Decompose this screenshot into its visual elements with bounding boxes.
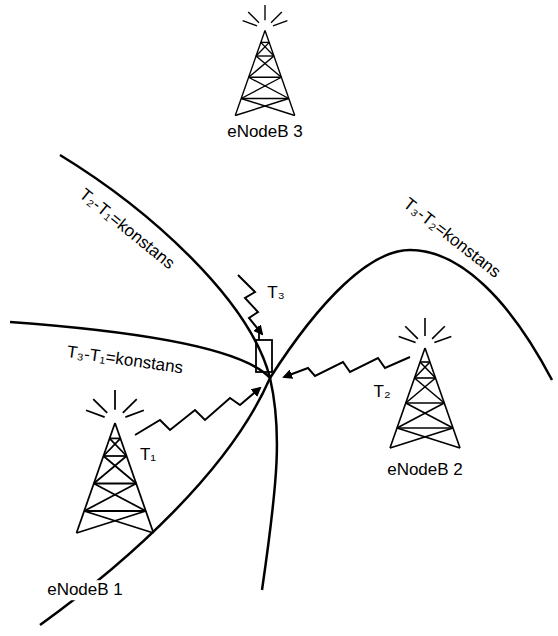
tower-label: eNodeB 2 [385, 460, 465, 480]
signal-label: T₃ [265, 283, 286, 303]
tower-3 [235, 5, 295, 116]
hyperbola-curves [10, 155, 552, 625]
tower-label: eNodeB 3 [225, 122, 305, 142]
curve-label: T₃-T₂=konstans [398, 193, 506, 283]
signal-label: T₂ [372, 382, 393, 402]
phone-symbol [256, 326, 272, 372]
curve-label: T₂-T₁=konstans [74, 183, 180, 274]
curve-label: T₃-T₁=konstans [64, 342, 187, 378]
tower-2 [390, 318, 460, 448]
signal-label: T₁ [138, 445, 158, 465]
tower-label: eNodeB 1 [45, 580, 125, 600]
signal-arrows [135, 275, 410, 435]
